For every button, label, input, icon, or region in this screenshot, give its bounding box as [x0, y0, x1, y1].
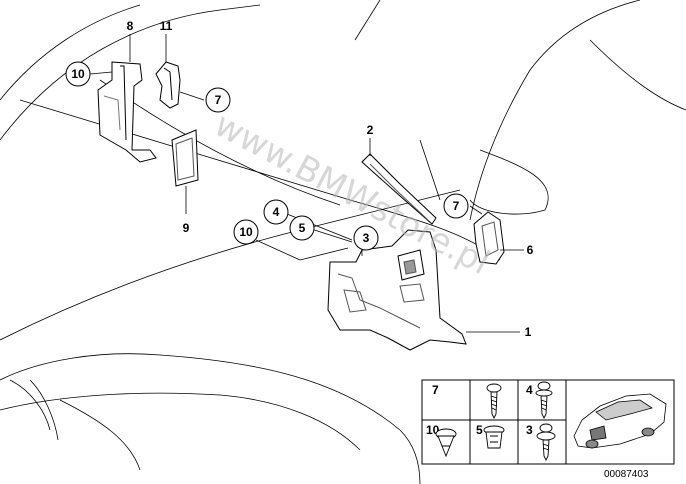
reference-code: 00087403 [604, 469, 649, 480]
callout-11: 11 [160, 19, 173, 33]
part-bracket-11 [155, 61, 181, 109]
callout-circle-7a [205, 87, 231, 113]
legend-label-3: 3 [526, 423, 533, 437]
callout-circle-5 [289, 215, 315, 241]
callout-7a: 7 [215, 93, 222, 107]
callout-circle-4 [263, 199, 289, 225]
callout-circle-10b [233, 219, 259, 245]
clip-10-icon [435, 428, 457, 458]
screw-3-icon [536, 423, 556, 462]
part-bracket-6 [473, 211, 505, 265]
legend-label-7: 7 [432, 383, 439, 397]
callout-10a: 10 [71, 67, 85, 81]
callout-1: 1 [525, 325, 532, 339]
callout-8: 8 [127, 19, 134, 33]
callout-7b: 7 [453, 199, 460, 213]
screw-4-icon [535, 381, 553, 420]
leader-lines [89, 34, 524, 333]
nut-5-icon [483, 425, 505, 449]
callout-4: 4 [273, 205, 280, 219]
callout-10b: 10 [239, 225, 253, 239]
callout-3: 3 [363, 231, 370, 245]
callout-circle-3 [353, 225, 379, 251]
legend-label-4: 4 [526, 383, 533, 397]
part-cover-9 [171, 129, 199, 187]
callout-2: 2 [367, 123, 374, 137]
callout-circle-10a [65, 61, 91, 87]
hardware-legend: 7 4 10 5 3 [421, 379, 675, 465]
part-trim-panel-1 [327, 229, 467, 351]
legend-label-5: 5 [476, 423, 483, 437]
callout-9: 9 [183, 221, 190, 235]
callout-circles [65, 61, 469, 251]
car-thumbnail-icon [573, 393, 667, 449]
part-panel-left [97, 61, 157, 163]
callout-5: 5 [299, 221, 306, 235]
callout-circle-7b [443, 193, 469, 219]
callout-6: 6 [527, 243, 534, 257]
screw-7-icon [486, 383, 502, 420]
